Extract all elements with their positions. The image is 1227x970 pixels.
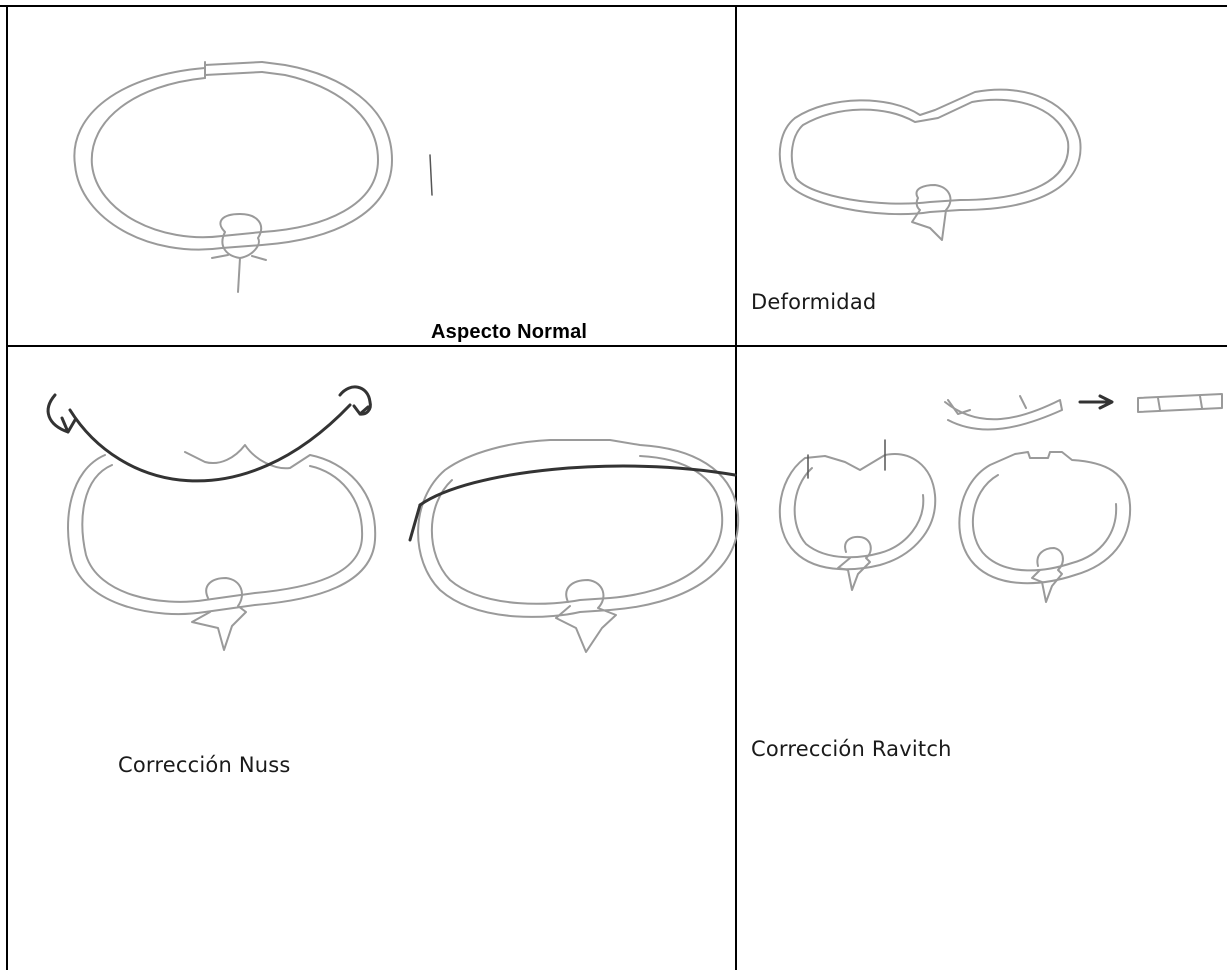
normal-thorax-sketch [74, 62, 432, 292]
ravitch-detail-sketch [945, 394, 1222, 429]
ravitch-label: Corrección Ravitch [751, 737, 952, 761]
deformity-thorax-sketch [780, 90, 1081, 240]
normal-label: Aspecto Normal [431, 321, 587, 344]
nuss-before-sketch [48, 387, 375, 650]
nuss-label: Corrección Nuss [118, 753, 291, 777]
nuss-after-sketch [410, 440, 738, 652]
ravitch-before-sketch [780, 440, 935, 590]
deformity-label: Deformidad [751, 290, 876, 314]
ravitch-after-sketch [959, 452, 1130, 602]
